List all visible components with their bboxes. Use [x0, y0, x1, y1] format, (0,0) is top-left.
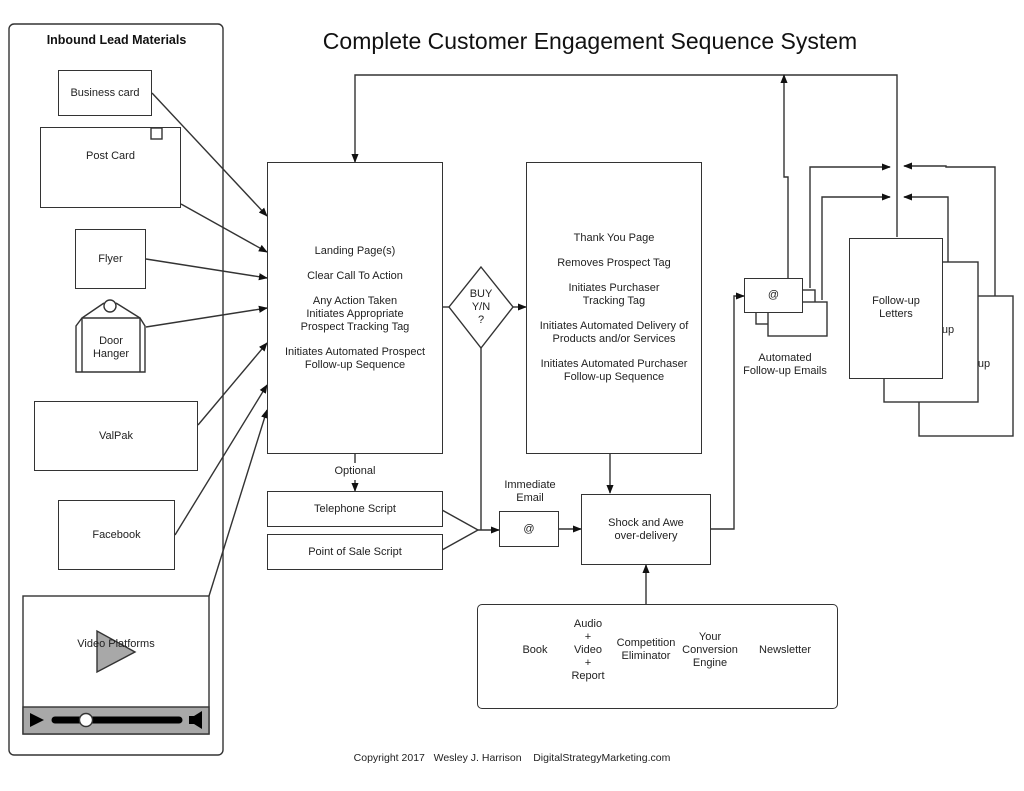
- stamp-icon: [150, 127, 163, 140]
- bonus-conversion-engine-label: Your Conversion Engine: [682, 630, 738, 669]
- valpak-label: ValPak: [98, 429, 134, 442]
- landing-line-3: Any Action Taken Initiates Appropriate P…: [300, 294, 410, 333]
- telephone-script-label: Telephone Script: [314, 502, 396, 515]
- thank-you-line-3: Initiates Purchaser Tracking Tag: [568, 282, 660, 307]
- volume-icon: [189, 711, 202, 729]
- post-card-node[interactable]: Post Card: [40, 127, 181, 208]
- page-title: Complete Customer Engagement Sequence Sy…: [322, 28, 858, 54]
- flyer-node[interactable]: Flyer: [75, 229, 146, 289]
- door-hanger-shape: [75, 299, 146, 373]
- follow-up-letter-back-label-2: up: [977, 358, 991, 370]
- landing-line-2: Clear Call To Action: [307, 269, 403, 282]
- post-card-label: Post Card: [86, 150, 135, 162]
- immediate-email-node[interactable]: @: [499, 511, 559, 547]
- landing-line-4: Initiates Automated Prospect Follow-up S…: [284, 345, 426, 371]
- optional-label: Optional: [334, 465, 376, 477]
- at-icon: @: [523, 522, 535, 535]
- business-card-node[interactable]: Business card: [58, 70, 152, 116]
- bonus-materials-container: [477, 604, 838, 709]
- point-of-sale-script-label: Point of Sale Script: [308, 545, 402, 558]
- play-icon: [30, 713, 44, 727]
- bonus-audio-video-report-label: Audio + Video + Report: [571, 617, 605, 682]
- bonus-conversion-engine[interactable]: Your Conversion Engine: [680, 628, 740, 672]
- business-card-label: Business card: [70, 86, 140, 99]
- decision-label: BUY Y/N ?: [469, 287, 493, 326]
- valpak-node[interactable]: ValPak: [34, 401, 198, 471]
- thank-you-line-2: Removes Prospect Tag: [557, 257, 671, 269]
- decision-diamond: [448, 265, 514, 350]
- bonus-book-label: Book: [522, 643, 548, 656]
- seek-handle: [78, 712, 94, 728]
- bonus-newsletter[interactable]: Newsletter: [752, 630, 818, 670]
- point-of-sale-script-node[interactable]: Point of Sale Script: [267, 534, 443, 570]
- video-platforms-label: Video Platforms: [77, 637, 155, 650]
- at-icon: @: [767, 289, 780, 301]
- bonus-newsletter-label: Newsletter: [759, 643, 811, 656]
- thank-you-page-node[interactable]: Thank You Page Removes Prospect Tag Init…: [526, 162, 702, 454]
- inbound-connectors: [145, 92, 269, 597]
- shock-and-awe-label: Shock and Awe over-delivery: [608, 516, 684, 542]
- bonus-competition-eliminator[interactable]: Competition Eliminator: [614, 628, 678, 672]
- play-triangle-icon: [96, 629, 137, 674]
- automated-email-node[interactable]: @: [744, 278, 803, 313]
- decision-node[interactable]: BUY Y/N ?: [459, 285, 503, 329]
- thank-you-line-5: Initiates Automated Purchaser Follow-up …: [540, 358, 688, 383]
- bonus-competition-eliminator-label: Competition Eliminator: [616, 637, 676, 662]
- copyright-footer: Copyright 2017 Wesley J. Harrison Digita…: [353, 752, 671, 764]
- landing-line-1: Landing Page(s): [314, 244, 396, 257]
- inbound-panel-frame: [8, 23, 224, 756]
- follow-up-letter-back-label-1: up: [941, 324, 955, 336]
- video-player: [22, 595, 210, 735]
- bonus-audio-video-report[interactable]: Audio + Video + Report: [565, 616, 611, 684]
- landing-page-node[interactable]: Landing Page(s) Clear Call To Action Any…: [267, 162, 443, 454]
- shock-and-awe-node[interactable]: Shock and Awe over-delivery: [581, 494, 711, 565]
- follow-up-letters-label: Follow-up Letters: [872, 295, 920, 320]
- door-hanger-label: Door Hanger: [92, 335, 130, 360]
- door-hanger-node[interactable]: Door Hanger: [82, 328, 140, 368]
- telephone-script-node[interactable]: Telephone Script: [267, 491, 443, 527]
- bonus-book[interactable]: Book: [512, 620, 558, 680]
- automated-emails-caption: Automated Follow-up Emails: [743, 352, 827, 377]
- inbound-panel-title: Inbound Lead Materials: [46, 33, 187, 47]
- immediate-email-caption: Immediate Email: [504, 479, 556, 504]
- flyer-label: Flyer: [98, 252, 123, 265]
- facebook-label: Facebook: [92, 528, 141, 541]
- thank-you-line-1: Thank You Page: [573, 232, 655, 244]
- thank-you-line-4: Initiates Automated Delivery of Products…: [539, 320, 689, 345]
- facebook-node[interactable]: Facebook: [58, 500, 175, 570]
- follow-up-letters-node[interactable]: Follow-up Letters: [849, 238, 943, 379]
- video-platforms-node[interactable]: Video Platforms: [23, 634, 209, 654]
